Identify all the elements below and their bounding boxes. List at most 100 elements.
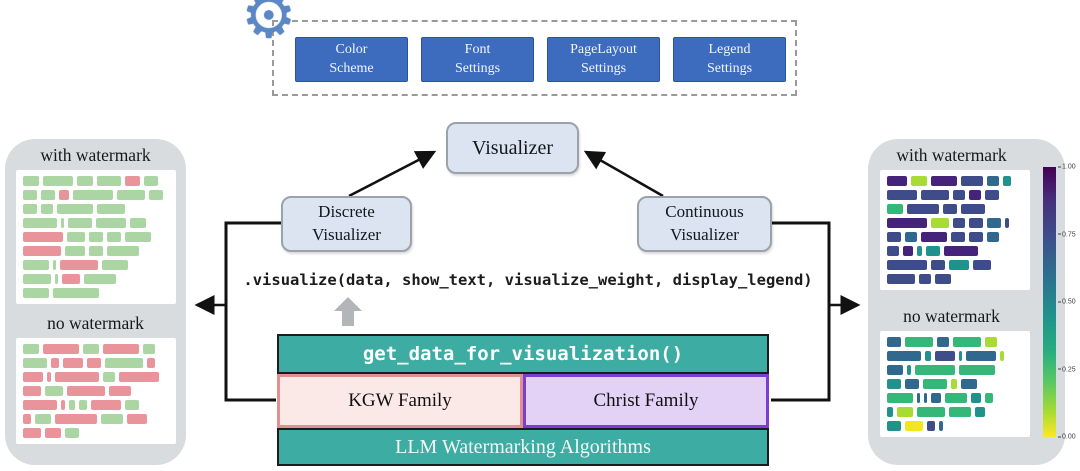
token-bar bbox=[887, 365, 903, 375]
token-bar bbox=[887, 421, 901, 431]
token-bar bbox=[96, 176, 121, 186]
token-row bbox=[22, 344, 169, 354]
token-bar bbox=[887, 246, 899, 256]
settings-button-label: PageLayout bbox=[570, 42, 637, 58]
token-bar bbox=[22, 260, 49, 270]
token-bar bbox=[985, 337, 997, 347]
discrete-visualizer-node: Discrete Visualizer bbox=[281, 196, 412, 252]
token-row bbox=[22, 400, 169, 410]
token-bar bbox=[100, 414, 123, 424]
token-bar bbox=[961, 204, 985, 214]
token-bar bbox=[106, 246, 139, 256]
token-bar bbox=[903, 246, 913, 256]
christ-family-box: Christ Family bbox=[523, 374, 769, 428]
token-bar bbox=[146, 358, 155, 368]
token-bar bbox=[126, 414, 147, 424]
token-row bbox=[887, 379, 1023, 389]
token-row bbox=[22, 386, 169, 396]
token-bar bbox=[40, 190, 55, 200]
token-bar bbox=[64, 246, 85, 256]
token-bar bbox=[907, 204, 939, 214]
token-bar bbox=[917, 393, 920, 403]
token-bar bbox=[56, 204, 93, 214]
settings-button-label: Color bbox=[335, 42, 368, 58]
token-bar bbox=[22, 400, 57, 410]
settings-button-label: Font bbox=[464, 42, 491, 58]
token-row bbox=[887, 351, 1023, 361]
token-bar bbox=[969, 218, 983, 228]
token-bar bbox=[22, 372, 43, 382]
token-bar bbox=[973, 260, 991, 270]
colorbar-tick-label: 0.25 bbox=[1058, 366, 1076, 373]
token-bar bbox=[60, 400, 65, 410]
colorbar-tick-label: 0.75 bbox=[1058, 231, 1076, 238]
token-bar bbox=[62, 358, 83, 368]
token-bar bbox=[919, 274, 931, 284]
token-row bbox=[22, 428, 169, 438]
token-bar bbox=[44, 428, 61, 438]
up-arrow-icon bbox=[334, 297, 362, 327]
token-bar bbox=[887, 337, 901, 347]
arrow-discrete-to-visualizer bbox=[348, 150, 437, 198]
token-bar bbox=[22, 218, 57, 228]
token-row bbox=[22, 274, 169, 284]
token-bar bbox=[42, 344, 79, 354]
right-with-watermark-label: with watermark bbox=[896, 145, 1007, 165]
left-with-watermark-label: with watermark bbox=[40, 145, 151, 165]
token-bar bbox=[931, 218, 949, 228]
token-bar bbox=[124, 400, 139, 410]
token-bar bbox=[931, 260, 945, 270]
token-bar bbox=[66, 386, 105, 396]
token-bar bbox=[921, 190, 949, 200]
right-with-watermark-tokens bbox=[880, 170, 1030, 290]
token-row bbox=[22, 218, 169, 228]
token-bar bbox=[104, 358, 143, 368]
token-bar bbox=[987, 218, 1001, 228]
continuous-label-line1: Continuous bbox=[665, 202, 744, 222]
arrow-continuous-to-visualizer bbox=[583, 150, 664, 198]
token-bar bbox=[987, 232, 999, 242]
token-bar bbox=[142, 344, 155, 354]
token-row bbox=[887, 204, 1023, 214]
token-bar bbox=[116, 190, 145, 200]
token-bar bbox=[931, 393, 941, 403]
token-bar bbox=[52, 260, 56, 270]
token-row bbox=[22, 190, 169, 200]
token-bar bbox=[22, 386, 41, 396]
token-bar bbox=[86, 358, 101, 368]
token-bar bbox=[951, 379, 957, 389]
token-bar bbox=[969, 232, 983, 242]
token-bar bbox=[923, 379, 947, 389]
token-bar bbox=[953, 190, 965, 200]
token-bar bbox=[887, 260, 927, 270]
token-bar bbox=[949, 260, 969, 270]
token-bar bbox=[951, 232, 965, 242]
token-bar bbox=[102, 344, 139, 354]
token-bar bbox=[124, 176, 140, 186]
token-bar bbox=[897, 407, 913, 417]
token-row bbox=[887, 232, 1023, 242]
connector-left-path bbox=[224, 221, 281, 402]
token-bar bbox=[66, 232, 85, 242]
token-row bbox=[887, 337, 1023, 347]
token-bar bbox=[971, 393, 981, 403]
settings-button-label: Scheme bbox=[329, 60, 374, 76]
token-bar bbox=[924, 393, 927, 403]
left-no-watermark-label: no watermark bbox=[47, 313, 144, 333]
token-bar bbox=[985, 393, 993, 403]
token-bar bbox=[969, 190, 981, 200]
token-bar bbox=[911, 176, 927, 186]
token-bar bbox=[937, 337, 949, 347]
colorbar-tick-label: 0.00 bbox=[1058, 434, 1076, 441]
token-bar bbox=[921, 232, 947, 242]
visualize-method-signature: .visualize(data, show_text, visualize_we… bbox=[243, 271, 813, 289]
continuous-visualizer-node: Continuous Visualizer bbox=[637, 196, 772, 252]
token-bar bbox=[72, 190, 113, 200]
token-bar bbox=[22, 246, 61, 256]
token-row bbox=[22, 176, 169, 186]
token-bar bbox=[54, 274, 58, 284]
token-bar bbox=[931, 176, 957, 186]
discrete-label-line2: Visualizer bbox=[312, 225, 381, 244]
